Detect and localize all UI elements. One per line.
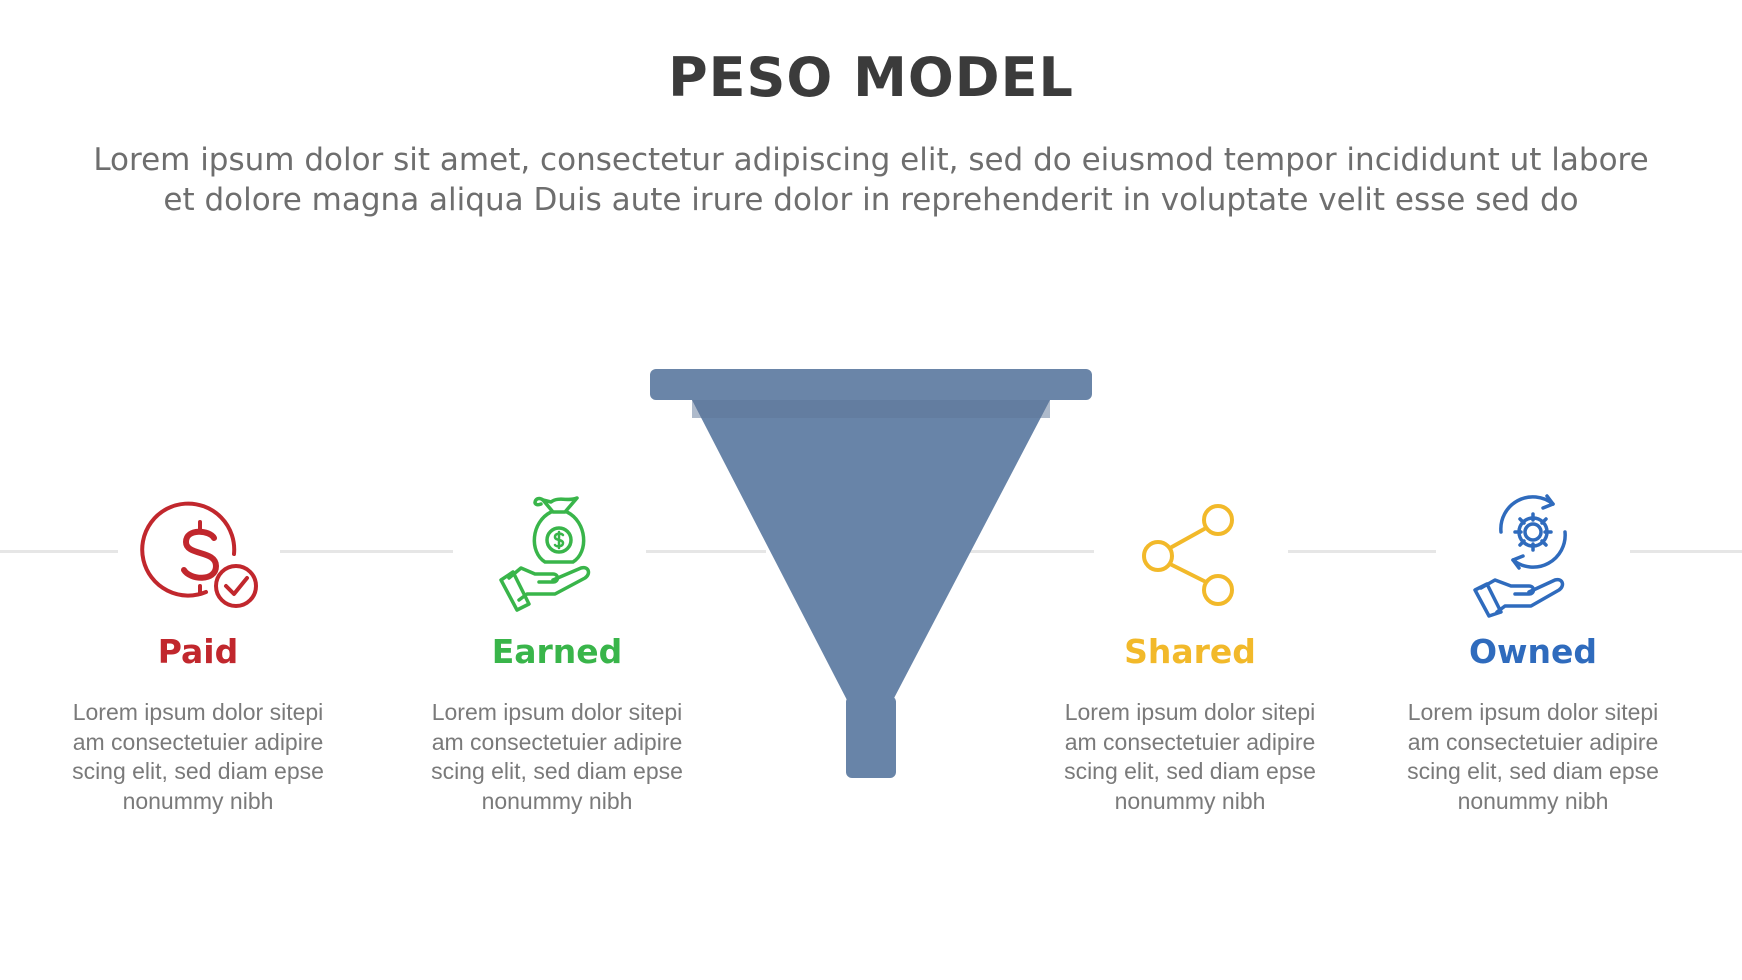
funnel-rim	[650, 369, 1092, 400]
subtitle-line-2: et dolore magna aliqua Duis aute irure d…	[163, 182, 1579, 218]
desc-line: am consectetuier adipire	[1064, 728, 1316, 755]
desc-line: Lorem ipsum dolor sitepi	[1064, 699, 1316, 725]
desc-line: Lorem ipsum dolor sitepi	[431, 699, 683, 725]
share-icon	[1128, 490, 1252, 618]
timeline-segment	[1288, 550, 1436, 553]
funnel-graphic	[650, 369, 1092, 778]
money-bag-hand-icon	[495, 490, 619, 618]
desc-line: scing elit, sed diam epse	[431, 758, 683, 784]
desc-line: scing elit, sed diam epse	[1064, 758, 1316, 784]
funnel-cone	[692, 400, 1050, 702]
item-description: Lorem ipsum dolor sitepi am consectetuie…	[407, 698, 707, 816]
item-description: Lorem ipsum dolor sitepi am consectetuie…	[1040, 698, 1340, 816]
timeline-segment	[1630, 550, 1742, 553]
desc-line: scing elit, sed diam epse	[1407, 758, 1659, 784]
funnel-cone-shadow	[692, 400, 1050, 418]
item-label: Earned	[491, 632, 623, 671]
dollar-coin-check-icon	[136, 490, 260, 618]
desc-line: nonummy nibh	[122, 787, 274, 814]
peso-item-paid: Paid Lorem ipsum dolor sitepi am consect…	[48, 490, 348, 816]
desc-line: am consectetuier adipire	[72, 728, 324, 755]
desc-line: am consectetuier adipire	[1407, 728, 1659, 755]
funnel-spout	[846, 696, 896, 778]
item-label: Paid	[157, 632, 239, 671]
peso-item-owned: Owned Lorem ipsum dolor sitepi am consec…	[1383, 490, 1683, 816]
timeline-segment	[0, 550, 118, 553]
timeline-segment	[960, 550, 1094, 553]
desc-line: am consectetuier adipire	[431, 728, 683, 755]
subtitle-line-1: Lorem ipsum dolor sit amet, consectetur …	[93, 142, 1649, 178]
item-description: Lorem ipsum dolor sitepi am consectetuie…	[1383, 698, 1683, 816]
timeline-segment	[646, 550, 766, 553]
desc-line: Lorem ipsum dolor sitepi	[72, 699, 324, 725]
desc-line: nonummy nibh	[1457, 787, 1609, 814]
desc-line: scing elit, sed diam epse	[72, 758, 324, 784]
page-subtitle: Lorem ipsum dolor sit amet, consectetur …	[60, 140, 1682, 220]
item-label: Shared	[1124, 632, 1256, 671]
desc-line: nonummy nibh	[481, 787, 633, 814]
timeline-segment	[280, 550, 453, 553]
page-title: PESO MODEL	[668, 46, 1074, 109]
item-description: Lorem ipsum dolor sitepi am consectetuie…	[48, 698, 348, 816]
item-label: Owned	[1468, 632, 1598, 671]
peso-item-earned: Earned Lorem ipsum dolor sitepi am conse…	[407, 490, 707, 816]
desc-line: nonummy nibh	[1114, 787, 1266, 814]
gear-hand-cycle-icon	[1471, 490, 1595, 618]
peso-item-shared: Shared Lorem ipsum dolor sitepi am conse…	[1040, 490, 1340, 816]
desc-line: Lorem ipsum dolor sitepi	[1407, 699, 1659, 725]
